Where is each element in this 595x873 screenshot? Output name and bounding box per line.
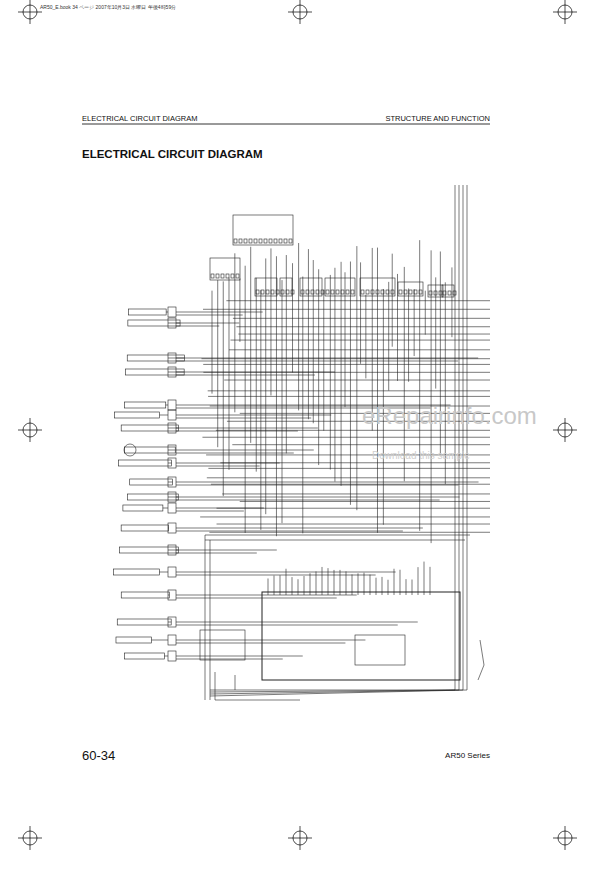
page-number: 60-34 — [82, 748, 115, 763]
header-text: STRUCTURE AND FUNCTION — [385, 114, 490, 123]
crop-mark — [553, 826, 577, 850]
header-rule — [82, 124, 490, 125]
header-text: ELECTRICAL CIRCUIT DIAGRAM — [82, 114, 197, 123]
crop-mark — [18, 826, 42, 850]
print-mark: AR50_E.book 34 ページ 2007年10月3日 水曜日 午後4時59… — [40, 4, 176, 10]
crop-mark — [18, 418, 42, 442]
watermark: Download this sample — [372, 450, 470, 461]
page-title: ELECTRICAL CIRCUIT DIAGRAM — [82, 148, 263, 160]
crop-mark — [288, 0, 312, 24]
crop-mark — [553, 418, 577, 442]
watermark: eRepairinfo.com — [362, 402, 537, 430]
series-name: AR50 Series — [445, 751, 490, 760]
crop-mark — [553, 0, 577, 24]
crop-mark — [288, 826, 312, 850]
wiring — [113, 185, 490, 700]
crop-mark — [18, 0, 42, 24]
